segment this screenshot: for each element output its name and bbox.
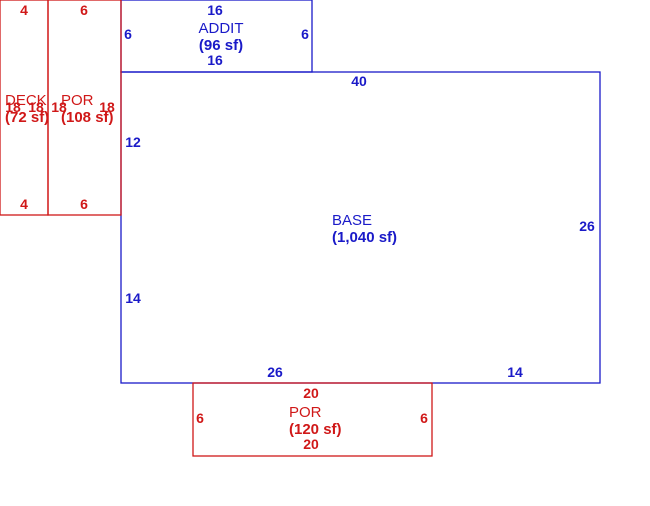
- deck-name: DECK: [5, 92, 47, 109]
- base-dim-right: 26: [579, 218, 595, 234]
- por-left-dim-top: 6: [80, 2, 88, 18]
- por-bottom-dim-top: 20: [303, 385, 319, 401]
- por-bottom-dim-bottom: 20: [303, 436, 319, 452]
- addit-name: ADDIT: [199, 20, 244, 37]
- por-left-area: 6 6 18 18 POR (108 sf): [47, 0, 122, 216]
- por-bottom-dim-right: 6: [420, 410, 428, 426]
- addit-area: 16 16 6 6 ADDIT (96 sf): [120, 0, 313, 73]
- deck-area: 4 4 18 18 DECK (72 sf): [0, 0, 49, 216]
- base-name: BASE: [332, 212, 372, 229]
- por-bottom-area-value: (120 sf): [289, 421, 342, 438]
- deck-area-value: (72 sf): [5, 109, 49, 126]
- por-left-dim-bottom: 6: [80, 196, 88, 212]
- addit-dim-right: 6: [301, 26, 309, 42]
- deck-dim-top: 4: [20, 2, 28, 18]
- base-dim-bottom-left: 26: [267, 364, 283, 380]
- por-left-outline: [47, 0, 122, 216]
- por-bottom-dim-left: 6: [196, 410, 204, 426]
- deck-dim-right: 18: [28, 99, 44, 115]
- por-left-name: POR: [61, 92, 94, 109]
- por-bottom-name: POR: [289, 404, 322, 421]
- por-left-area-value: (108 sf): [61, 109, 114, 126]
- addit-dim-top: 16: [207, 2, 223, 18]
- addit-dim-bottom: 16: [207, 52, 223, 68]
- base-dim-top: 40: [351, 73, 367, 89]
- por-left-dim-right: 18: [99, 99, 115, 115]
- base-area: 40 26 12 14 26 14 BASE (1,040 sf): [120, 71, 601, 384]
- deck-dim-bottom: 4: [20, 196, 28, 212]
- addit-dim-left: 6: [124, 26, 132, 42]
- base-dim-bottom-right: 14: [507, 364, 523, 380]
- por-left-dim-left: 18: [51, 99, 67, 115]
- por-bottom-area: 20 20 6 6 POR (120 sf): [192, 382, 433, 457]
- base-dim-left-lower: 14: [125, 290, 141, 306]
- deck-dim-left: 18: [5, 99, 21, 115]
- base-area-value: (1,040 sf): [332, 229, 397, 246]
- por-bottom-outline: [192, 382, 433, 457]
- addit-area-value: (96 sf): [199, 37, 243, 54]
- base-dim-left-upper: 12: [125, 134, 141, 150]
